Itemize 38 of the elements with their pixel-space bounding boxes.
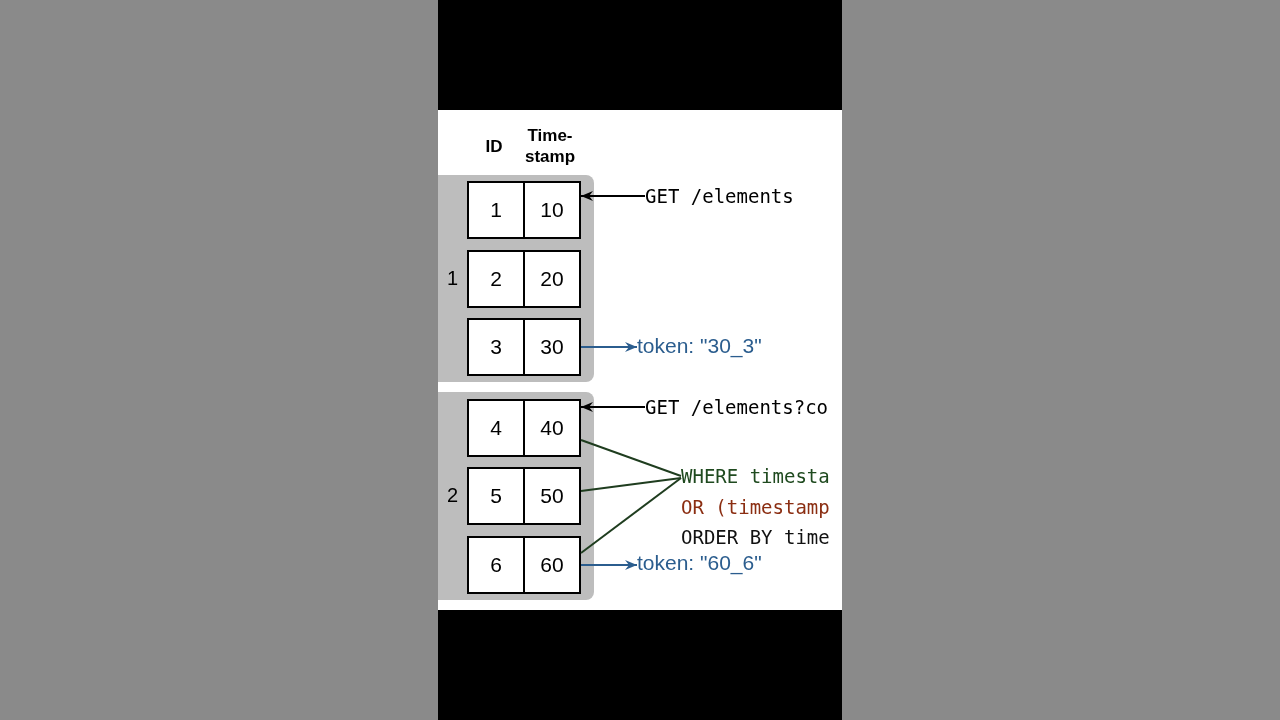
- timestamp-value: 40: [523, 401, 579, 455]
- connector-line: [580, 439, 682, 477]
- arrow: [580, 402, 646, 412]
- id-value: 2: [489, 266, 503, 292]
- id-value: 6: [489, 552, 503, 578]
- table-row: [467, 318, 581, 376]
- page-band: [438, 392, 594, 600]
- timestamp-value: 50: [523, 469, 579, 523]
- arrow: [580, 342, 638, 352]
- request-text: GET /elements: [645, 184, 794, 208]
- page-number: 1: [447, 266, 459, 290]
- connector-line: [580, 477, 682, 492]
- connector-line: [580, 477, 682, 554]
- table-row: [467, 399, 581, 457]
- request-text: GET /elements?co: [645, 395, 829, 419]
- arrow: [580, 191, 646, 201]
- column-header: ID: [484, 136, 504, 157]
- timestamp-value: 60: [523, 538, 579, 592]
- sql-line: WHERE timesta: [681, 464, 830, 489]
- table-row: [467, 250, 581, 308]
- table-row: [467, 467, 581, 525]
- token-text: token: "60_6": [637, 551, 762, 575]
- timestamp-value: 30: [523, 320, 579, 374]
- arrow: [580, 560, 638, 570]
- page-band: [438, 175, 594, 382]
- table-row: [467, 181, 581, 239]
- table-row: [467, 536, 581, 594]
- token-text: token: "30_3": [637, 334, 762, 358]
- page-number: 2: [447, 484, 459, 507]
- id-value: 3: [489, 334, 503, 360]
- id-value: 1: [489, 197, 503, 223]
- timestamp-value: 10: [523, 183, 579, 237]
- sql-line: ORDER BY time: [681, 525, 830, 550]
- id-value: 5: [489, 483, 503, 509]
- sql-line: OR (timestamp: [681, 494, 830, 520]
- column-header: Time- stamp: [523, 125, 577, 167]
- id-value: 4: [489, 415, 503, 441]
- timestamp-value: 20: [523, 252, 579, 306]
